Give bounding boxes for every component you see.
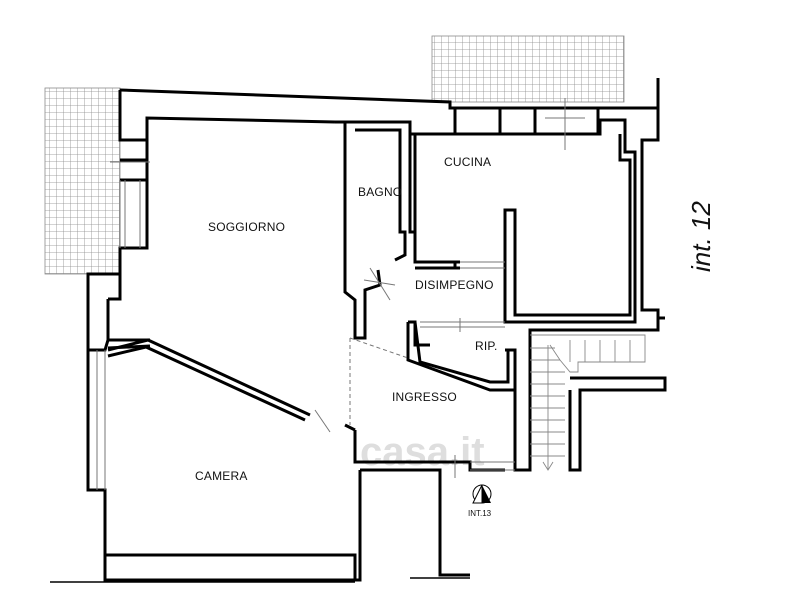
room-label-bagno: BAGNO (358, 185, 402, 199)
room-label-ingresso: INGRESSO (392, 390, 457, 404)
room-label-rip: RIP. (475, 339, 498, 353)
room-label-disimpegno: DISIMPEGNO (415, 278, 494, 292)
balcony-top (431, 35, 625, 103)
room-label-soggiorno: SOGGIORNO (208, 220, 285, 234)
ground-lines (50, 577, 470, 583)
watermark: casa.it (360, 430, 485, 474)
entrance-marker-label: INT.13 (468, 509, 492, 518)
balcony-left (44, 87, 121, 275)
room-label-camera: CAMERA (195, 469, 248, 483)
unit-label: int. 12 (686, 201, 716, 272)
walls (86, 78, 667, 582)
openings (96, 98, 585, 490)
staircase (530, 334, 646, 471)
entrance-marker: INT.13 (468, 484, 492, 518)
room-label-cucina: CUCINA (444, 155, 491, 169)
